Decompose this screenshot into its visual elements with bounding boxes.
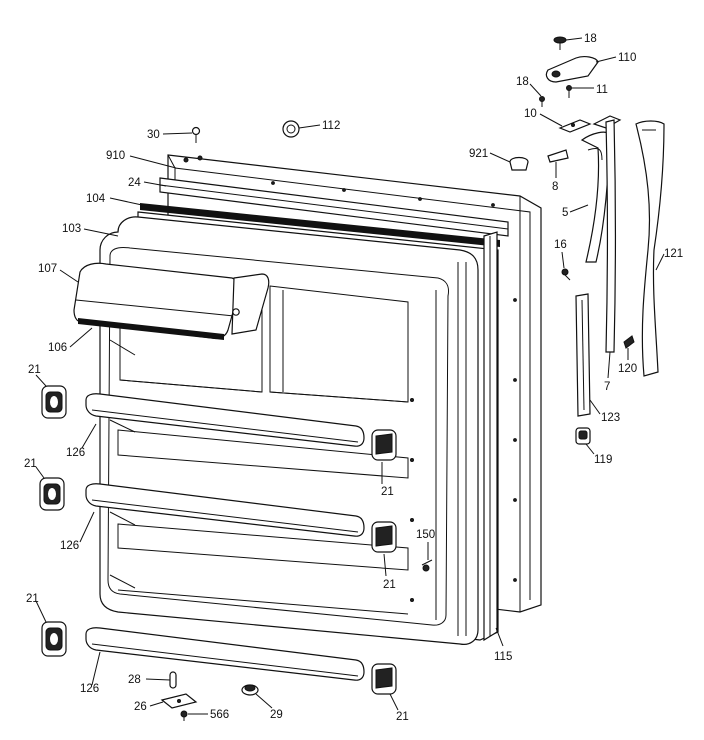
shelf-bar-middle [85,483,365,537]
callout-5: 5 [562,207,568,219]
shelf-bar-lower [85,627,365,681]
callout-112: 112 [322,120,340,132]
callout-126: 126 [80,683,99,695]
callout-7: 7 [604,381,610,393]
callout-115: 115 [494,651,512,663]
callout-16: 16 [554,239,567,251]
callout-11: 11 [596,84,608,96]
callout-26: 26 [134,701,147,713]
bar-end-cap-left-1 [41,385,67,419]
callout-120: 120 [618,363,637,375]
top-hinge-assembly [539,36,599,133]
bar-end-caps [39,385,397,695]
bar-end-cap-left-2 [39,477,65,511]
callout-107: 107 [38,263,57,275]
callout-21: 21 [28,364,41,376]
callout-21: 21 [383,579,396,591]
callout-18: 18 [516,76,529,88]
callout-921: 921 [469,148,488,160]
callout-121: 121 [664,248,683,260]
callout-910: 910 [106,150,125,162]
callout-119: 119 [594,454,612,466]
callout-21: 21 [396,711,409,723]
callout-104: 104 [86,193,106,205]
callout-21: 21 [381,486,394,498]
callout-21: 21 [26,593,39,605]
callout-21: 21 [24,458,37,470]
callout-126: 126 [60,540,79,552]
shelf-bar-upper [85,393,365,447]
callout-10: 10 [524,108,537,120]
callout-28: 28 [128,674,141,686]
bar-end-cap-right-1 [371,429,397,461]
bar-end-cap-left-3 [41,621,67,657]
callout-150: 150 [416,529,435,541]
callout-110: 110 [618,52,636,64]
hardware [160,120,529,721]
dairy-compartment-door [73,262,270,340]
callout-103: 103 [62,223,81,235]
callout-24: 24 [128,177,141,189]
callout-18: 18 [584,33,597,45]
callout-126: 126 [66,447,85,459]
leader-lines [35,37,665,715]
callout-8: 8 [552,181,558,193]
callout-29: 29 [270,709,283,721]
callout-123: 123 [601,412,620,424]
bar-end-cap-right-3 [371,663,397,695]
callout-30: 30 [147,129,160,141]
handle-assembly [547,115,665,445]
bar-end-cap-right-2 [371,521,397,553]
callout-106: 106 [48,342,67,354]
gasket-strip [483,231,498,642]
callout-566: 566 [210,709,229,721]
callout-labels: 18 110 18 11 10 30 112 910 921 24 8 104 … [24,33,683,723]
